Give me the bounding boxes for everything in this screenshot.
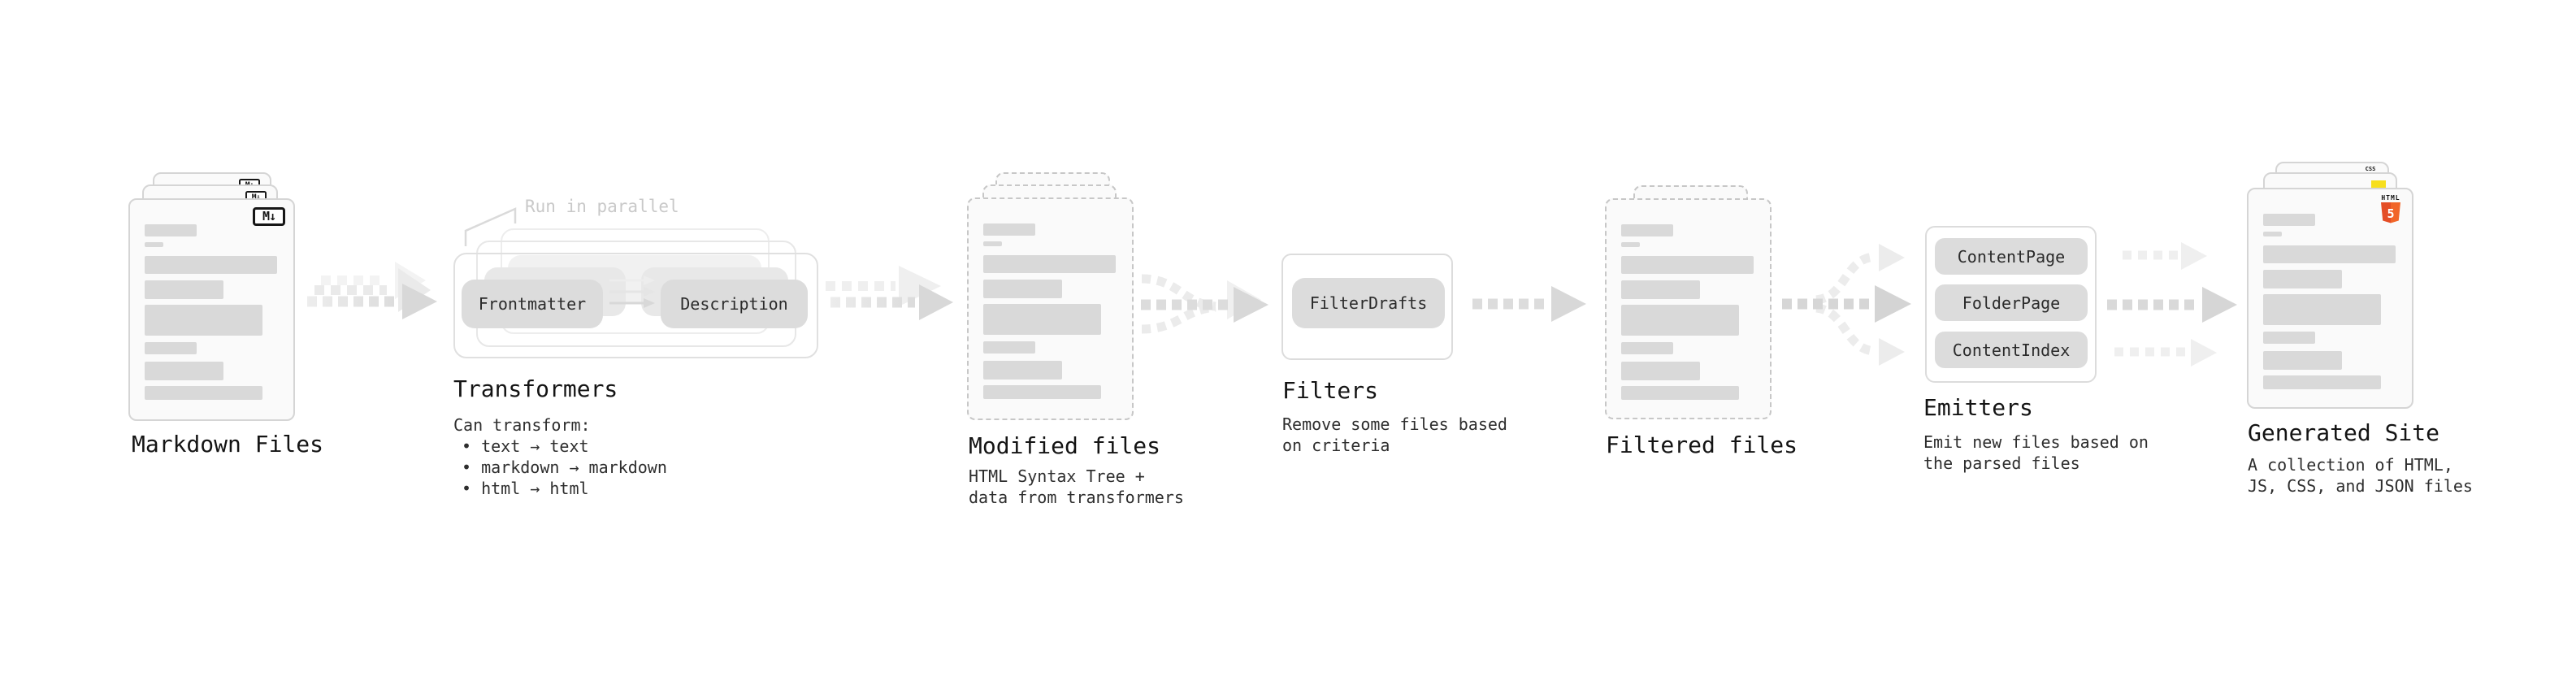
text-placeholder-bar <box>2263 375 2381 389</box>
description-line: Emit new files based on <box>1923 432 2149 452</box>
modified-files-title: Modified files <box>969 432 1161 459</box>
html5-shield-icon: 5 <box>2381 202 2400 223</box>
arrow-filters-to-filtered <box>1472 286 1586 322</box>
text-placeholder-bar <box>1621 280 1700 299</box>
text-placeholder-bar <box>145 242 163 247</box>
frontmatter-pill: Frontmatter <box>462 280 603 328</box>
text-placeholder-bar <box>1621 224 1673 236</box>
text-placeholder-bar <box>2263 232 2282 236</box>
description-line: JS, CSS, and JSON files <box>2248 476 2473 496</box>
text-placeholder-bar <box>145 386 262 400</box>
markdown-icon: M↓ <box>253 207 285 226</box>
modified-files-description: HTML Syntax Tree + data from transformer… <box>969 466 1184 508</box>
filtered-file-card-front <box>1605 198 1772 419</box>
filtered-files-title: Filtered files <box>1606 432 1798 458</box>
text-placeholder-bar <box>1621 305 1739 336</box>
arrow-transformers-to-modified <box>826 266 953 320</box>
arrow-modified-to-filters <box>1141 274 1268 334</box>
text-placeholder-bar <box>2263 245 2396 263</box>
text-placeholder-bar <box>1621 362 1700 380</box>
description-line: on criteria <box>1282 436 1390 455</box>
folderpage-pill: FolderPage <box>1935 284 2088 321</box>
text-placeholder-bar <box>1621 256 1754 274</box>
description-line: • markdown → markdown <box>462 458 667 477</box>
text-placeholder-bar <box>1621 242 1640 247</box>
text-placeholder-bar <box>983 223 1035 236</box>
text-placeholder-bar <box>145 256 277 274</box>
text-placeholder-bar <box>983 304 1101 335</box>
text-placeholder-bar <box>983 385 1101 399</box>
text-placeholder-bar <box>145 342 197 354</box>
js-icon <box>2371 180 2386 189</box>
description-line: • html → html <box>462 479 589 498</box>
generated-site-title: Generated Site <box>2248 419 2440 446</box>
text-placeholder-bar <box>2263 294 2381 325</box>
run-in-parallel-label: Run in parallel <box>525 197 679 216</box>
description-line: Remove some files based <box>1282 414 1507 434</box>
text-placeholder-bar <box>1621 342 1673 354</box>
text-placeholder-bar <box>1621 386 1739 400</box>
description-line: • text → text <box>462 436 589 456</box>
generated-site-description: A collection of HTML, JS, CSS, and JSON … <box>2248 454 2473 497</box>
arrow-filtered-to-emitters <box>1782 244 1911 366</box>
description-pill: Description <box>661 280 808 328</box>
emitters-title: Emitters <box>1923 394 2033 421</box>
text-placeholder-bar <box>983 241 1002 246</box>
text-placeholder-bar <box>2263 214 2315 226</box>
description-line: the parsed files <box>1923 453 2080 473</box>
transformers-title: Transformers <box>453 375 618 402</box>
arrow-markdown-to-transformers <box>307 262 437 319</box>
html5-icon: HTML 5 <box>2380 195 2401 224</box>
text-placeholder-bar <box>145 362 223 380</box>
text-placeholder-bar <box>2263 270 2342 288</box>
text-placeholder-bar <box>145 305 262 336</box>
contentpage-pill: ContentPage <box>1935 238 2088 275</box>
emitters-description: Emit new files based on the parsed files <box>1923 432 2149 474</box>
text-placeholder-bar <box>2263 332 2315 344</box>
html5-icon-number: 5 <box>2387 206 2394 221</box>
filters-description: Remove some files based on criteria <box>1282 414 1507 456</box>
filterdrafts-pill: FilterDrafts <box>1292 278 1445 328</box>
text-placeholder-bar <box>983 361 1062 380</box>
modified-file-card-front <box>967 197 1134 420</box>
transformers-description: Can transform: • text → text • markdown … <box>453 414 667 499</box>
filters-title: Filters <box>1282 377 1379 404</box>
text-placeholder-bar <box>2263 351 2342 370</box>
css-icon-label: CSS <box>2365 166 2376 172</box>
text-placeholder-bar <box>145 224 197 236</box>
arrow-emitters-to-site <box>2107 242 2237 367</box>
description-line: data from transformers <box>969 488 1184 507</box>
contentindex-pill: ContentIndex <box>1935 332 2088 368</box>
html5-icon-label: HTML <box>2381 194 2400 202</box>
description-line: Can transform: <box>453 415 591 435</box>
text-placeholder-bar <box>145 280 223 299</box>
transformer-panel-front <box>453 253 818 358</box>
site-file-card-html: HTML 5 <box>2247 188 2413 409</box>
text-placeholder-bar <box>983 255 1116 273</box>
description-line: A collection of HTML, <box>2248 455 2453 475</box>
text-placeholder-bar <box>983 341 1035 354</box>
markdown-file-card-front: M↓ <box>128 198 295 421</box>
markdown-files-title: Markdown Files <box>132 431 324 458</box>
description-line: HTML Syntax Tree + <box>969 466 1145 486</box>
text-placeholder-bar <box>983 280 1062 298</box>
